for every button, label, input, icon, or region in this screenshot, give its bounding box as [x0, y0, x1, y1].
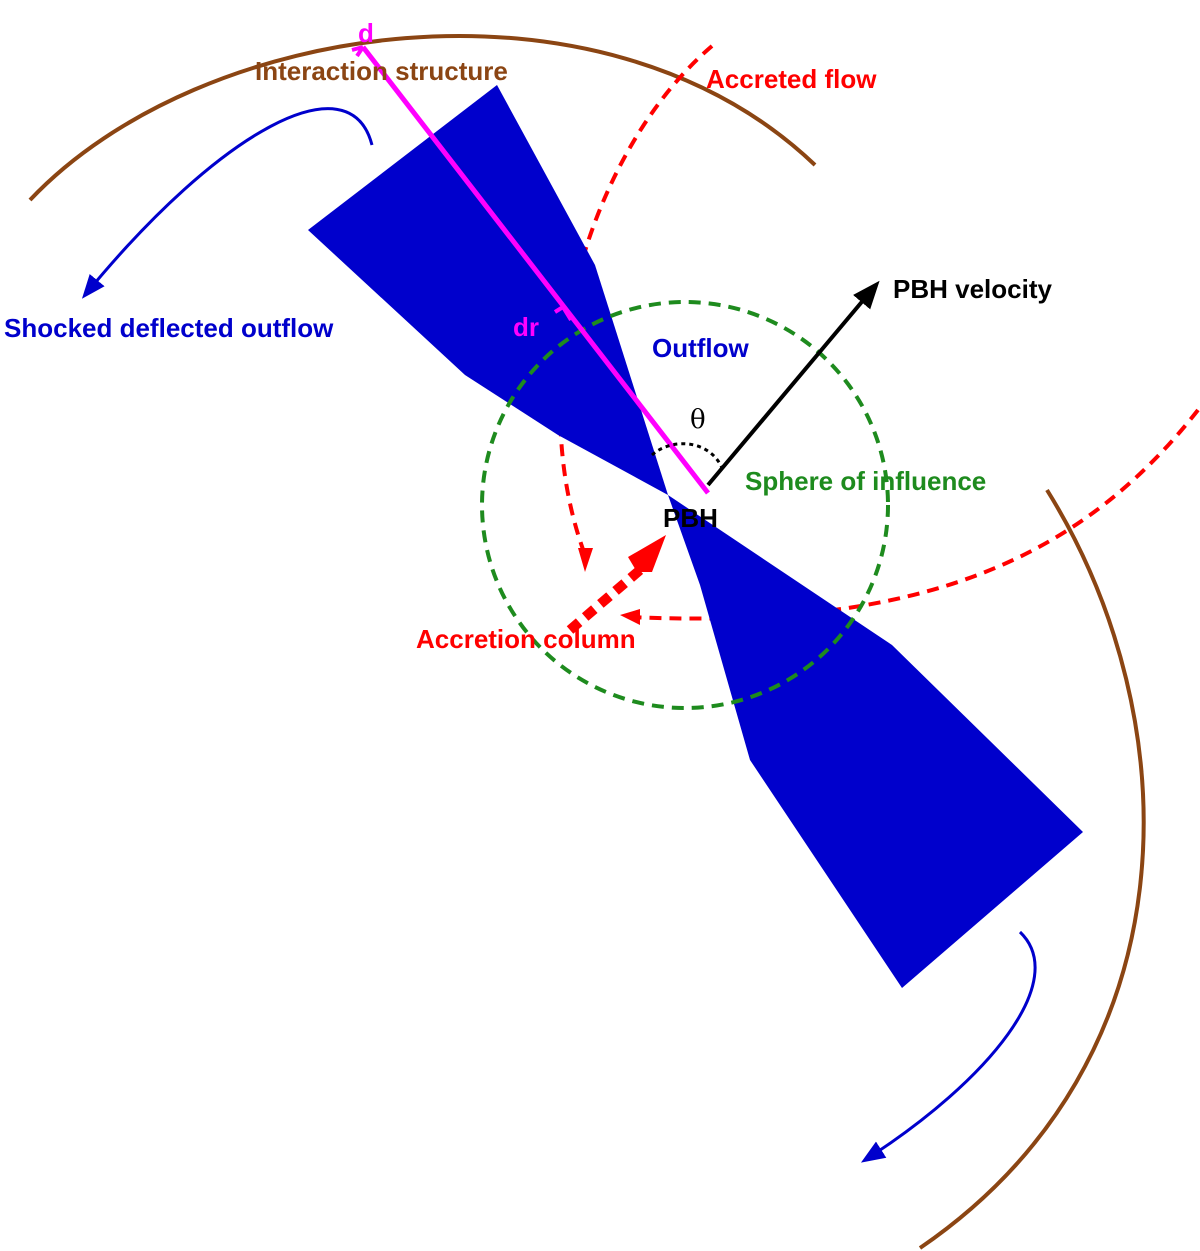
theta-angle-arc [650, 442, 724, 469]
label-shocked-deflected-outflow: Shocked deflected outflow [4, 313, 334, 343]
accretion-column [566, 566, 644, 634]
label-interaction-structure: Interaction structure [255, 56, 508, 86]
interaction-structure-lower-arc [918, 488, 1146, 1250]
sphere-of-influence [480, 300, 890, 710]
shocked-outflow-upper-arrow [81, 107, 374, 299]
label-d: d [358, 18, 374, 48]
outflow-cone-lower [668, 495, 1083, 988]
distance-marker-line [361, 45, 710, 495]
shocked-outflow-lower-arrow [860, 930, 1037, 1163]
label-theta: θ [690, 405, 706, 435]
outflow-cone [308, 85, 668, 495]
distance-marker-tick-d [351, 45, 365, 58]
label-pbh-velocity: PBH velocity [893, 274, 1052, 304]
label-outflow: Outflow [652, 333, 750, 363]
distance-marker-tick-dr [553, 305, 573, 322]
label-accretion-column: Accretion column [416, 624, 636, 654]
label-dr: dr [513, 312, 539, 342]
accretion-column-arrowhead [628, 535, 666, 572]
accreted-flow-upper-arrowhead [578, 548, 593, 572]
label-accreted-flow: Accreted flow [706, 64, 877, 94]
interaction-structure-upper-arc [28, 34, 817, 202]
accreted-flow-lower-arrowhead [620, 609, 640, 625]
pbh-velocity-arrow [706, 280, 880, 487]
label-sphere-of-influence: Sphere of influence [745, 466, 986, 496]
label-pbh: PBH [663, 503, 718, 533]
